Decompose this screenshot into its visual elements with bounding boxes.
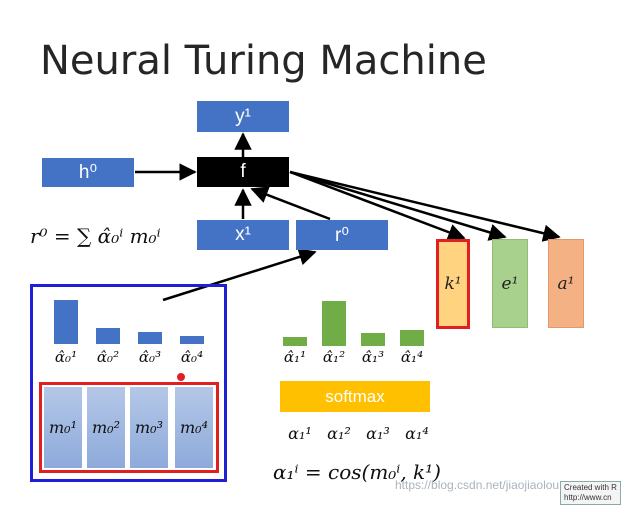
alpha-label-1: α₁¹ xyxy=(288,424,312,443)
arrow-memory-to-r xyxy=(162,248,317,302)
alpha-label-3: α₁³ xyxy=(366,424,390,443)
memory-cell-2-label: m₀² xyxy=(92,418,120,437)
watermark-text: https://blog.csdn.net/jiaojiaolou xyxy=(395,478,560,492)
memory-cell-1: m₀¹ xyxy=(44,387,82,468)
cursor-dot xyxy=(176,372,186,382)
alpha-label-2: α₁² xyxy=(327,424,351,443)
input-x-box: x¹ xyxy=(197,220,289,250)
attention-new-label-1: α̂₁¹ xyxy=(283,348,307,366)
attention-new-bar-1 xyxy=(283,337,307,346)
memory-panel xyxy=(30,284,227,482)
read-vector-r-box: r⁰ xyxy=(296,220,388,250)
memory-cell-2: m₀² xyxy=(87,387,125,468)
softmax-box: softmax xyxy=(280,381,430,412)
erase-vector-e: e¹ xyxy=(492,239,528,328)
controller-f-label: f xyxy=(240,161,246,182)
attention-new-bar-4 xyxy=(400,330,424,346)
attention-prev-bar-2 xyxy=(96,328,120,344)
softmax-label: softmax xyxy=(325,386,385,406)
attention-new-label-3: α̂₁³ xyxy=(361,348,385,366)
arrow-f-to-k xyxy=(289,170,466,241)
page-title: Neural Turing Machine xyxy=(40,38,487,84)
attention-prev-bar-4 xyxy=(180,336,204,344)
memory-cell-4: m₀⁴ xyxy=(175,387,213,468)
created-with-tag: Created with R http://www.cn xyxy=(560,481,621,505)
created-with-line-2: http://www.cn xyxy=(564,493,612,502)
output-y-label: y¹ xyxy=(235,105,251,127)
memory-matrix xyxy=(39,382,219,473)
memory-cell-3: m₀³ xyxy=(130,387,168,468)
output-y-box: y¹ xyxy=(197,101,289,132)
key-vector-label: k¹ xyxy=(444,274,462,294)
memory-cell-1-label: m₀¹ xyxy=(49,418,77,437)
attention-new-label-2: α̂₁² xyxy=(322,348,346,366)
attention-prev-label-4: α̂₀⁴ xyxy=(180,348,204,366)
add-vector-a: a¹ xyxy=(548,239,584,328)
attention-new-bar-2 xyxy=(322,301,346,346)
read-formula: r⁰ = ∑ α̂₀ⁱ m₀ⁱ xyxy=(30,224,161,248)
cosine-formula: α₁ⁱ = cos(m₀ⁱ, k¹) xyxy=(273,460,441,484)
hidden-state-h-label: h⁰ xyxy=(78,162,98,183)
created-with-line-1: Created with R xyxy=(564,483,617,492)
attention-prev-label-2: α̂₀² xyxy=(96,348,120,366)
controller-f-box: f xyxy=(197,157,289,187)
key-vector-k: k¹ xyxy=(436,239,470,329)
arrow-f-to-e xyxy=(289,170,507,241)
memory-cell-3-label: m₀³ xyxy=(135,418,163,437)
attention-prev-label-3: α̂₀³ xyxy=(138,348,162,366)
memory-cell-4-label: m₀⁴ xyxy=(180,418,208,437)
arrow-f-to-a xyxy=(289,170,561,242)
alpha-label-4: α₁⁴ xyxy=(405,424,429,443)
attention-prev-bar-1 xyxy=(54,300,78,344)
hidden-state-h-box: h⁰ xyxy=(42,158,134,187)
erase-vector-label: e¹ xyxy=(501,273,519,294)
arrow-r-to-f xyxy=(250,186,331,221)
attention-prev-label-1: α̂₀¹ xyxy=(54,348,78,366)
add-vector-label: a¹ xyxy=(557,273,575,294)
attention-prev-bar-3 xyxy=(138,332,162,344)
attention-new-bar-3 xyxy=(361,333,385,346)
attention-new-label-4: α̂₁⁴ xyxy=(400,348,424,366)
read-vector-r-label: r⁰ xyxy=(335,224,349,246)
input-x-label: x¹ xyxy=(235,224,251,245)
